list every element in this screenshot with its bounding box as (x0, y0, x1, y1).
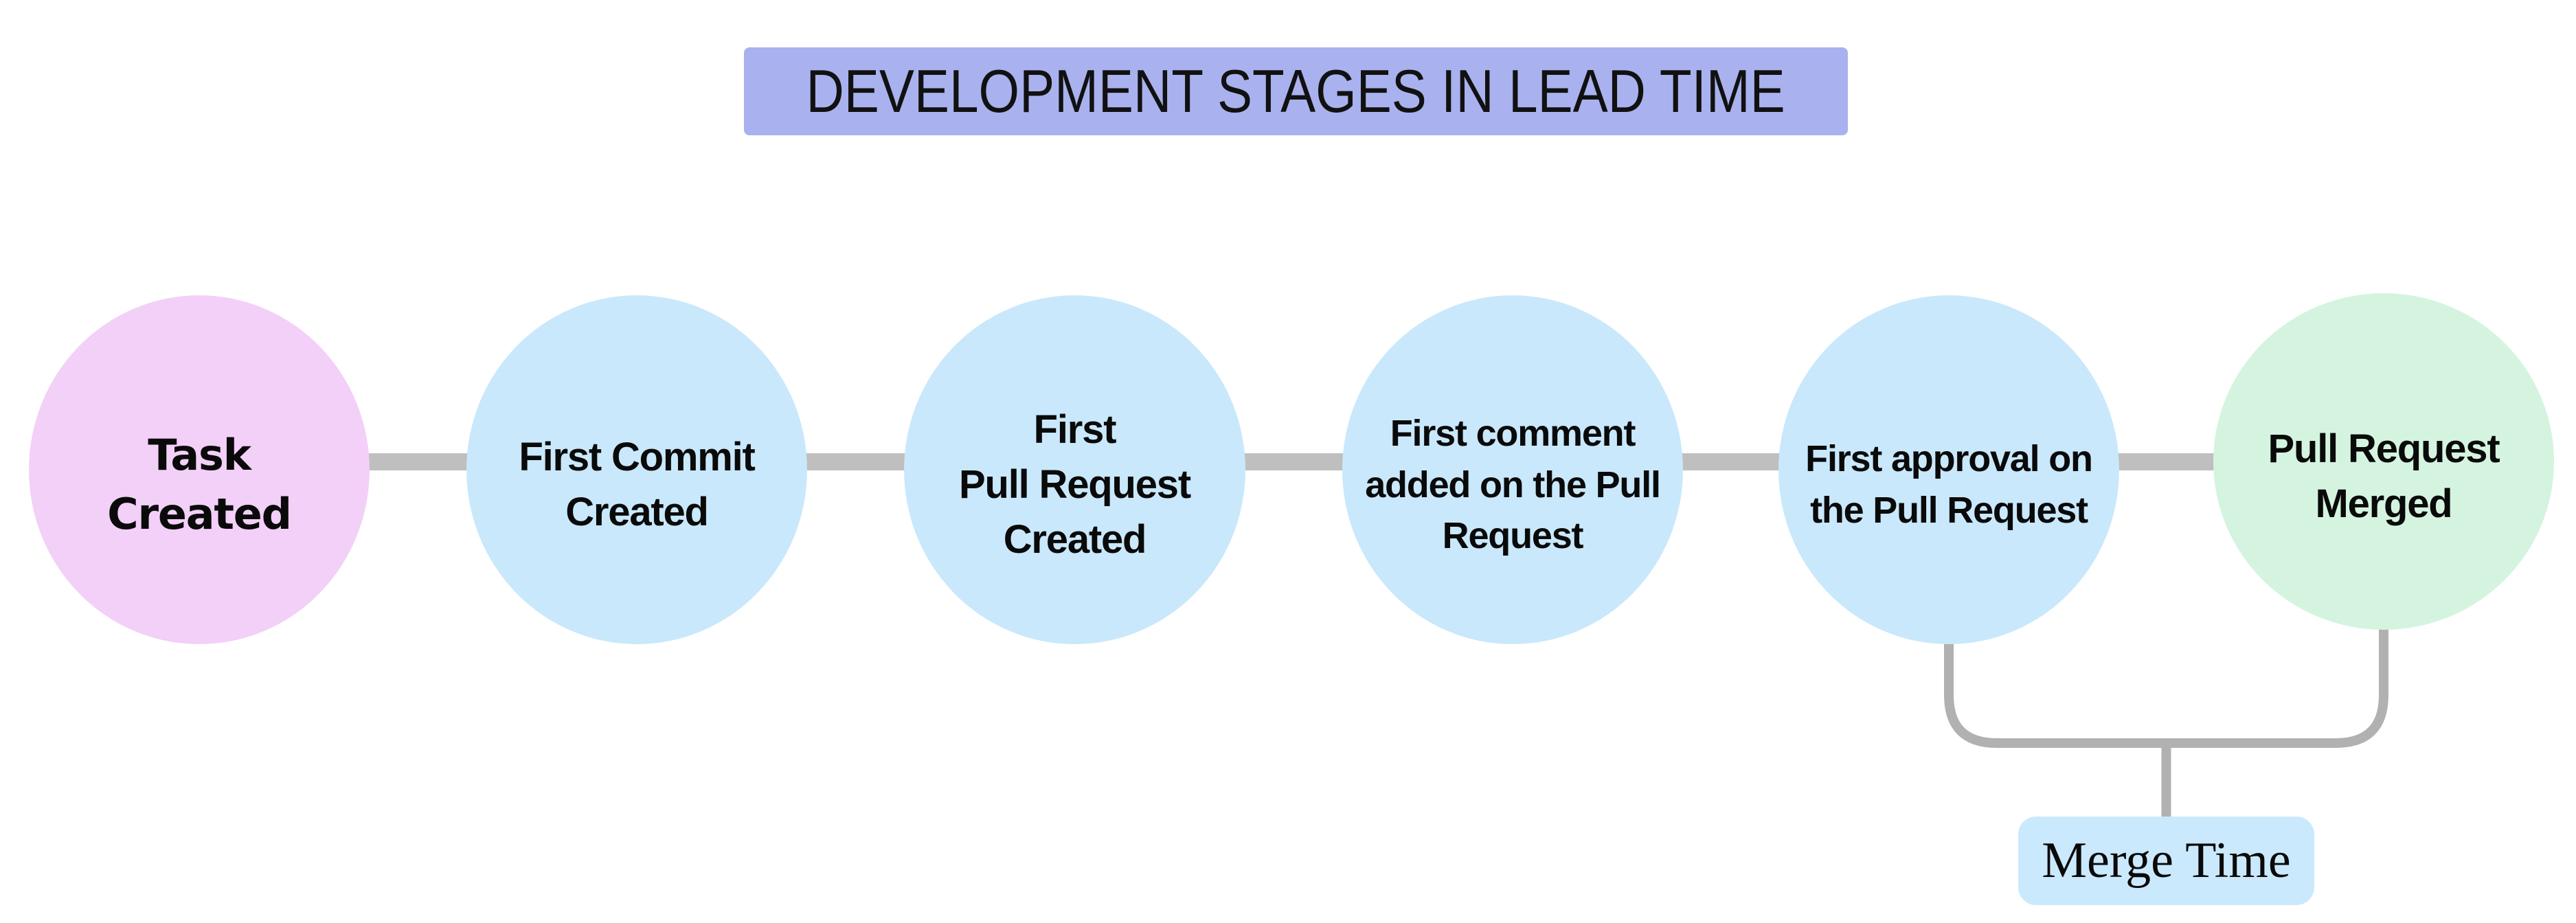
stage-label-line: Task (148, 430, 251, 481)
merge-time-label: Merge Time (2018, 817, 2314, 905)
stage-label-line: Pull Request (959, 461, 1191, 507)
stage-label-line: First comment (1390, 413, 1636, 455)
merge-time-label-text: Merge Time (2042, 832, 2291, 889)
stage-label-line: Created (1003, 517, 1147, 562)
stage-node-first-approval-on-the-pull-request: First approval on the Pull Request (1778, 295, 2119, 644)
stage-label-line: Pull Request (2268, 426, 2500, 471)
diagram-title: DEVELOPMENT STAGES IN LEAD TIME (744, 47, 1848, 135)
merge-time-bracket-path (1944, 618, 2388, 748)
stage-label-first-approval-on-the-pull-request: First approval on the Pull Request (1778, 433, 2119, 536)
stage-label-line: First (1033, 407, 1117, 452)
stage-label-line: Merged (2315, 481, 2452, 526)
stage-label-line: First approval on (1805, 438, 2093, 480)
stage-label-line: First Commit (519, 434, 755, 479)
diagram-title-text: DEVELOPMENT STAGES IN LEAD TIME (806, 57, 1786, 125)
stage-label-line: Request (1442, 515, 1584, 557)
stage-label-line: added on the Pull (1365, 464, 1661, 505)
stage-label-line: the Pull Request (1810, 490, 2088, 531)
stage-label-line: Created (565, 490, 709, 534)
stage-label-line: Created (107, 489, 292, 539)
